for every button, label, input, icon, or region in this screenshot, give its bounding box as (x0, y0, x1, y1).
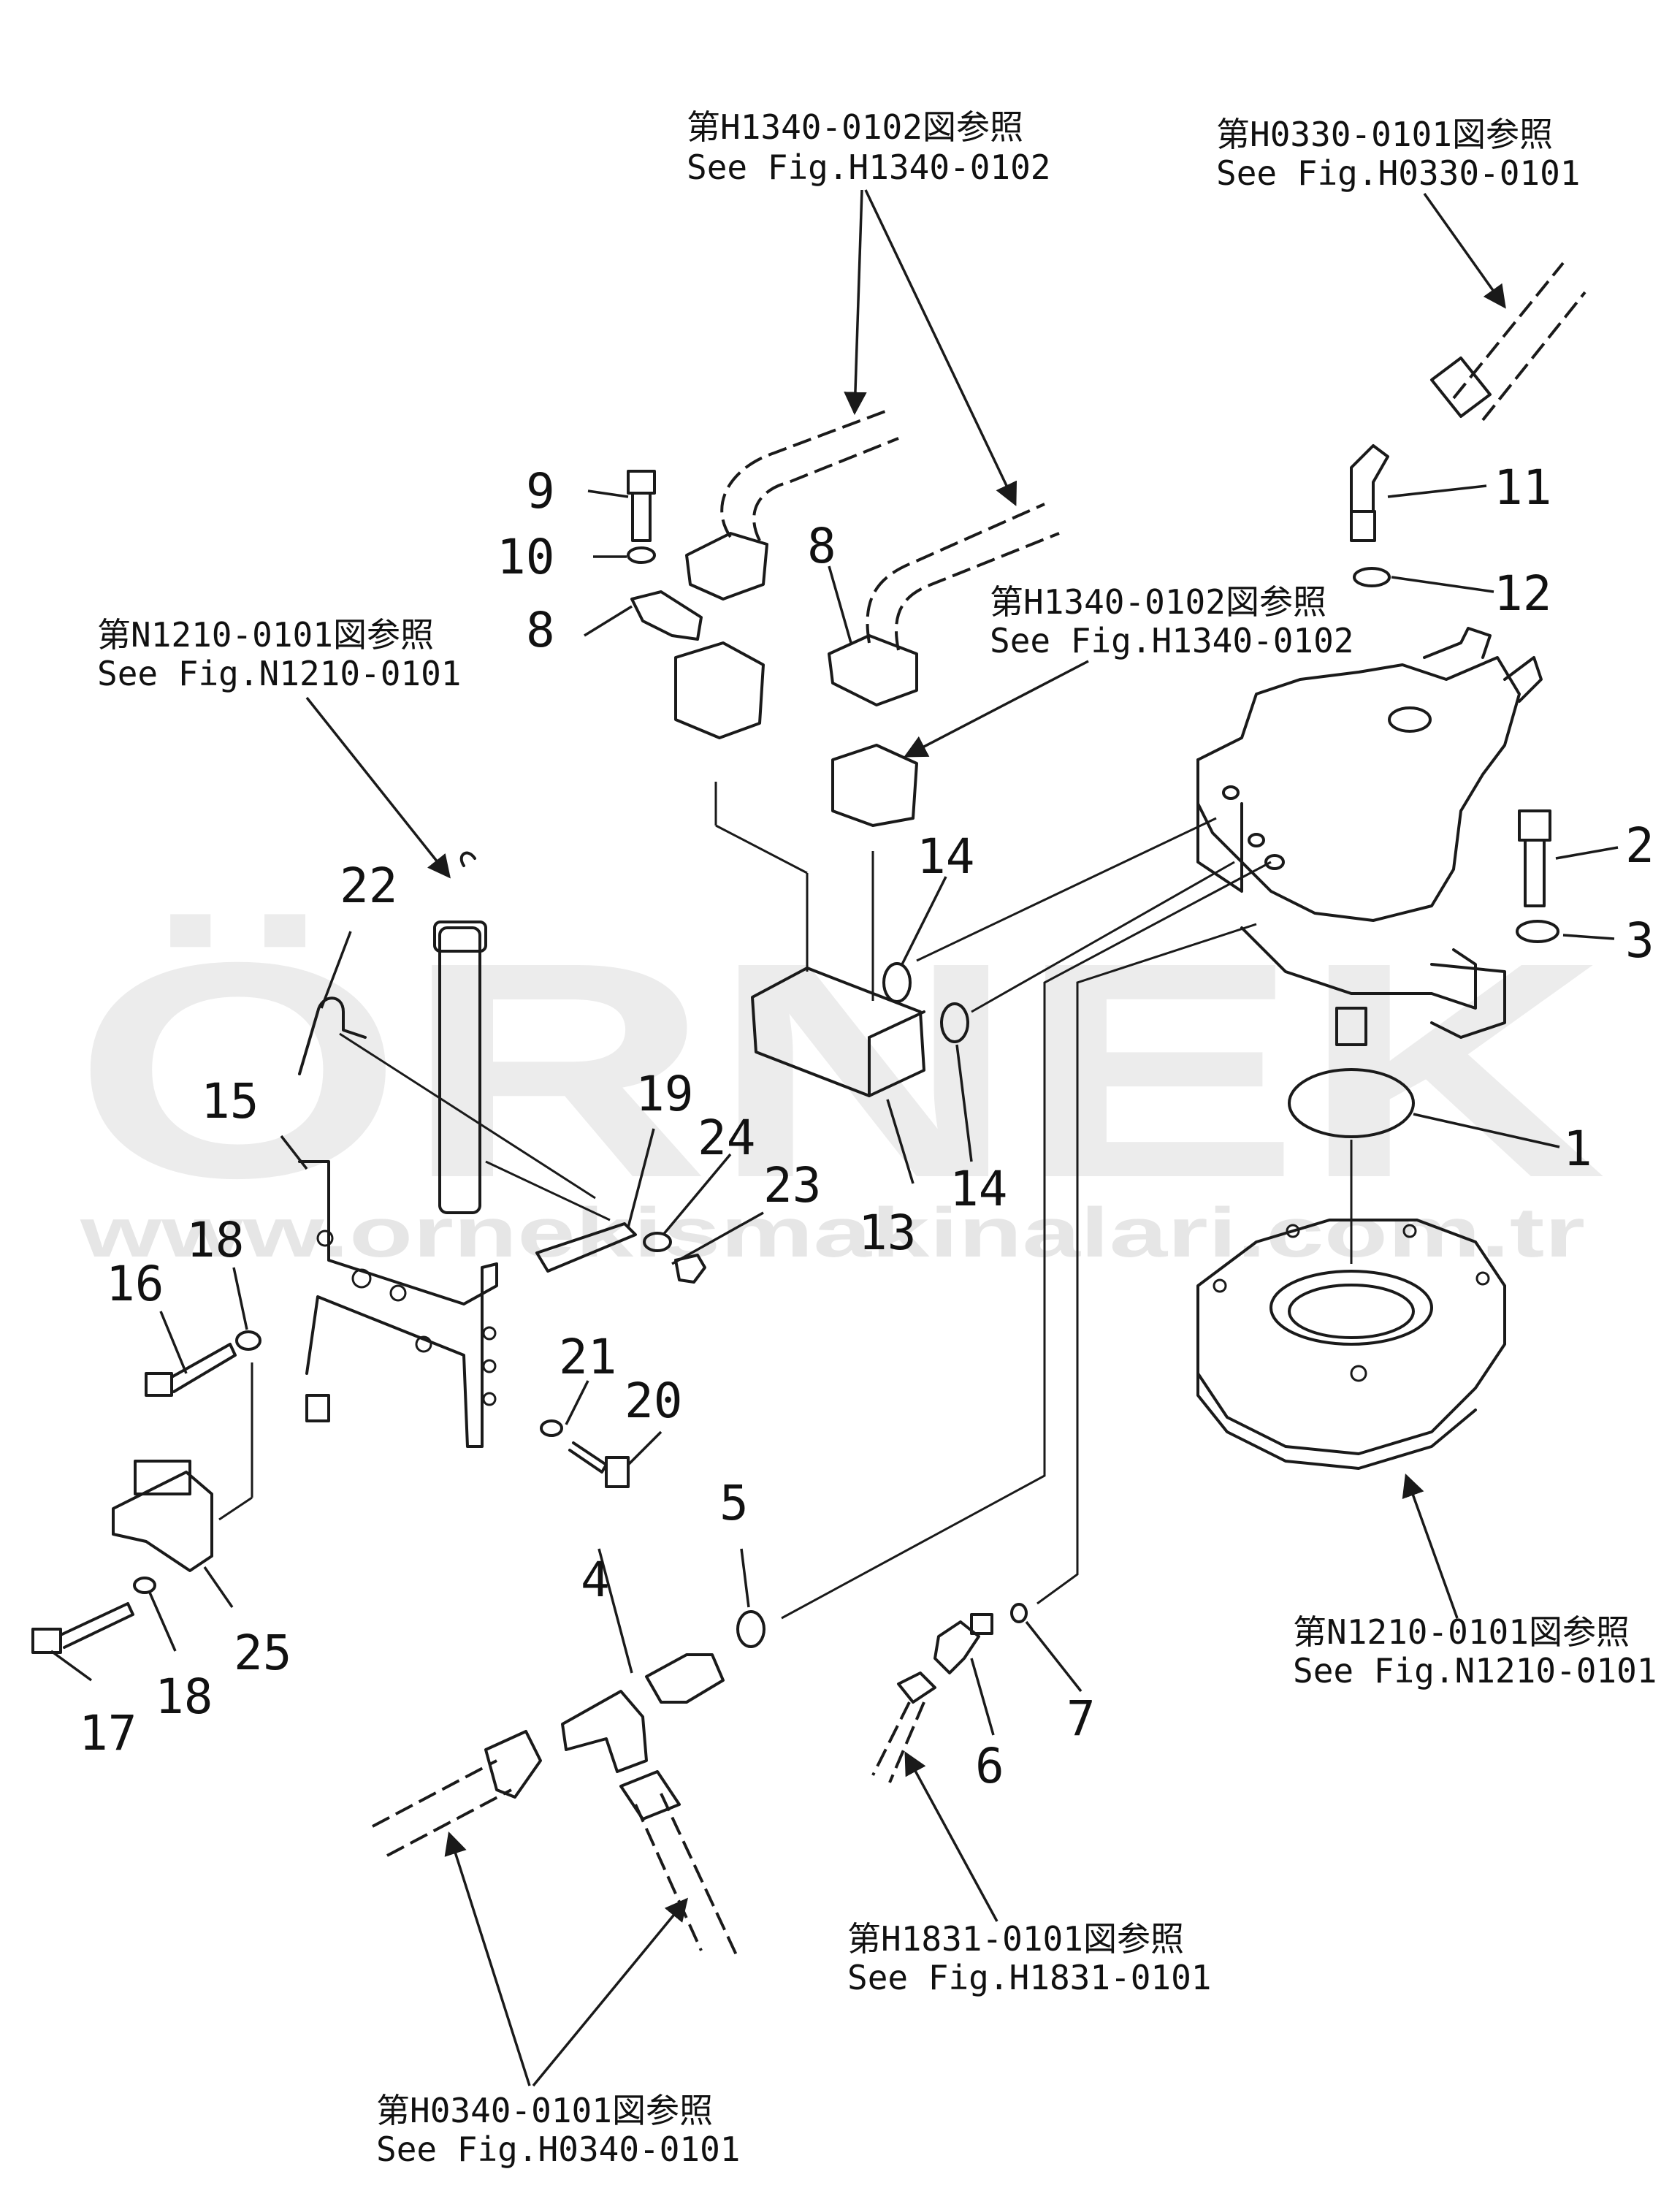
tee-fitting-4 (561, 1653, 725, 1773)
ref-h1340-top-jp: 第H1340-0102図参照 (687, 107, 1023, 147)
ref-n1210-right-en: See Fig.N1210-0101 (1293, 1651, 1657, 1690)
bolt-20 (568, 1441, 630, 1488)
callout-4: 4 (581, 1552, 610, 1608)
ref-h0330-jp: 第H0330-0101図参照 (1216, 115, 1553, 154)
ref-h1340-top-en: See Fig.H1340-0102 (687, 148, 1051, 187)
callout-12: 12 (1494, 565, 1551, 622)
swing-motor (1196, 627, 1543, 1046)
hose-h1831 (871, 1672, 936, 1783)
callout-16: 16 (106, 1256, 164, 1312)
callout-18-lower: 18 (155, 1669, 213, 1725)
washer-18-lower (133, 1577, 156, 1594)
watermark-url: www.ornekismakinalari.com.tr (80, 1194, 1585, 1272)
reference-arrows (305, 189, 1506, 2087)
ref-n1210-right-jp: 第N1210-0101図参照 (1293, 1612, 1630, 1652)
nut-23 (674, 1254, 706, 1284)
bracket-15 (298, 1160, 498, 1448)
block-left (674, 641, 765, 739)
callout-13: 13 (858, 1205, 916, 1261)
ref-h0340-en: See Fig.H0340-0101 (376, 2130, 741, 2169)
elbow-6 (933, 1613, 993, 1674)
callout-8-left: 8 (526, 602, 555, 658)
callout-8-right: 8 (807, 518, 836, 574)
callout-14-lower: 14 (950, 1161, 1007, 1217)
washer-10 (627, 546, 656, 564)
callout-7: 7 (1066, 1690, 1096, 1747)
callout-24: 24 (698, 1110, 755, 1166)
block-right (831, 744, 918, 827)
reference-labels: 第H1340-0102図参照 See Fig.H1340-0102 第H0330… (97, 107, 1657, 2169)
machinery-housing (1196, 1219, 1506, 1470)
o-ring-5 (736, 1610, 765, 1648)
o-ring-12 (1353, 567, 1391, 587)
watermark-brand: ÖRNEK (73, 899, 1607, 1242)
bolt-9 (627, 470, 656, 542)
callout-18-upper: 18 (186, 1212, 244, 1268)
ref-h1831-jp: 第H1831-0101図参照 (847, 1919, 1184, 1959)
o-ring-1 (1288, 1068, 1415, 1138)
ref-h0340-jp: 第H0340-0101図参照 (376, 2091, 713, 2130)
ref-n1210-left-jp: 第N1210-0101図参照 (97, 615, 434, 655)
callout-17: 17 (79, 1705, 137, 1761)
callout-21: 21 (559, 1329, 616, 1385)
washer-21 (540, 1419, 563, 1437)
ref-h0330-en: See Fig.H0330-0101 (1216, 153, 1581, 193)
callout-2: 2 (1625, 817, 1654, 874)
callout-20: 20 (625, 1373, 682, 1429)
callout-23: 23 (763, 1157, 821, 1213)
callout-22: 22 (340, 858, 397, 914)
leader-lines (50, 484, 1619, 1736)
bolt-17 (31, 1602, 134, 1654)
flange-half-8 (630, 590, 703, 641)
callout-5: 5 (719, 1475, 749, 1531)
block-13 (751, 967, 925, 1097)
callout-15: 15 (201, 1073, 259, 1129)
ref-n1210-left-en: See Fig.N1210-0101 (97, 654, 462, 693)
o-ring-7 (1010, 1603, 1028, 1623)
callout-19: 19 (635, 1066, 693, 1122)
callout-10: 10 (497, 529, 554, 585)
callout-6: 6 (975, 1738, 1004, 1794)
washer-24 (643, 1232, 672, 1252)
ref-h1340-mid-en: See Fig.H1340-0102 (990, 621, 1354, 660)
hose-h0330 (1430, 262, 1587, 422)
o-ring-14-lower (940, 1002, 969, 1043)
ref-h1831-en: See Fig.H1831-0101 (847, 1958, 1212, 1997)
callout-3: 3 (1625, 912, 1654, 969)
callout-1: 1 (1563, 1121, 1592, 1177)
callout-11: 11 (1494, 460, 1551, 516)
callout-14-upper: 14 (917, 828, 974, 885)
o-ring-14-upper (882, 962, 912, 1003)
washer-18-upper (235, 1330, 261, 1351)
hose-h1340-right (828, 503, 1060, 706)
bolt-16 (145, 1343, 237, 1397)
ref-h1340-mid-jp: 第H1340-0102図参照 (990, 582, 1326, 622)
bolt-2 (1518, 809, 1551, 907)
callout-numbers: 1 2 3 4 5 6 7 8 8 9 10 11 12 13 14 14 15… (79, 460, 1654, 1794)
washer-3 (1516, 920, 1559, 943)
elbow-11 (1350, 444, 1389, 542)
callout-9: 9 (526, 463, 555, 519)
hoses-h0340 (372, 1730, 739, 1959)
plate-19 (535, 1222, 637, 1273)
hose-h1340-left (685, 408, 899, 601)
u-bolt (298, 996, 367, 1075)
callout-25: 25 (234, 1625, 291, 1681)
bracket-25 (112, 1362, 253, 1572)
rod-22 (433, 851, 487, 1214)
